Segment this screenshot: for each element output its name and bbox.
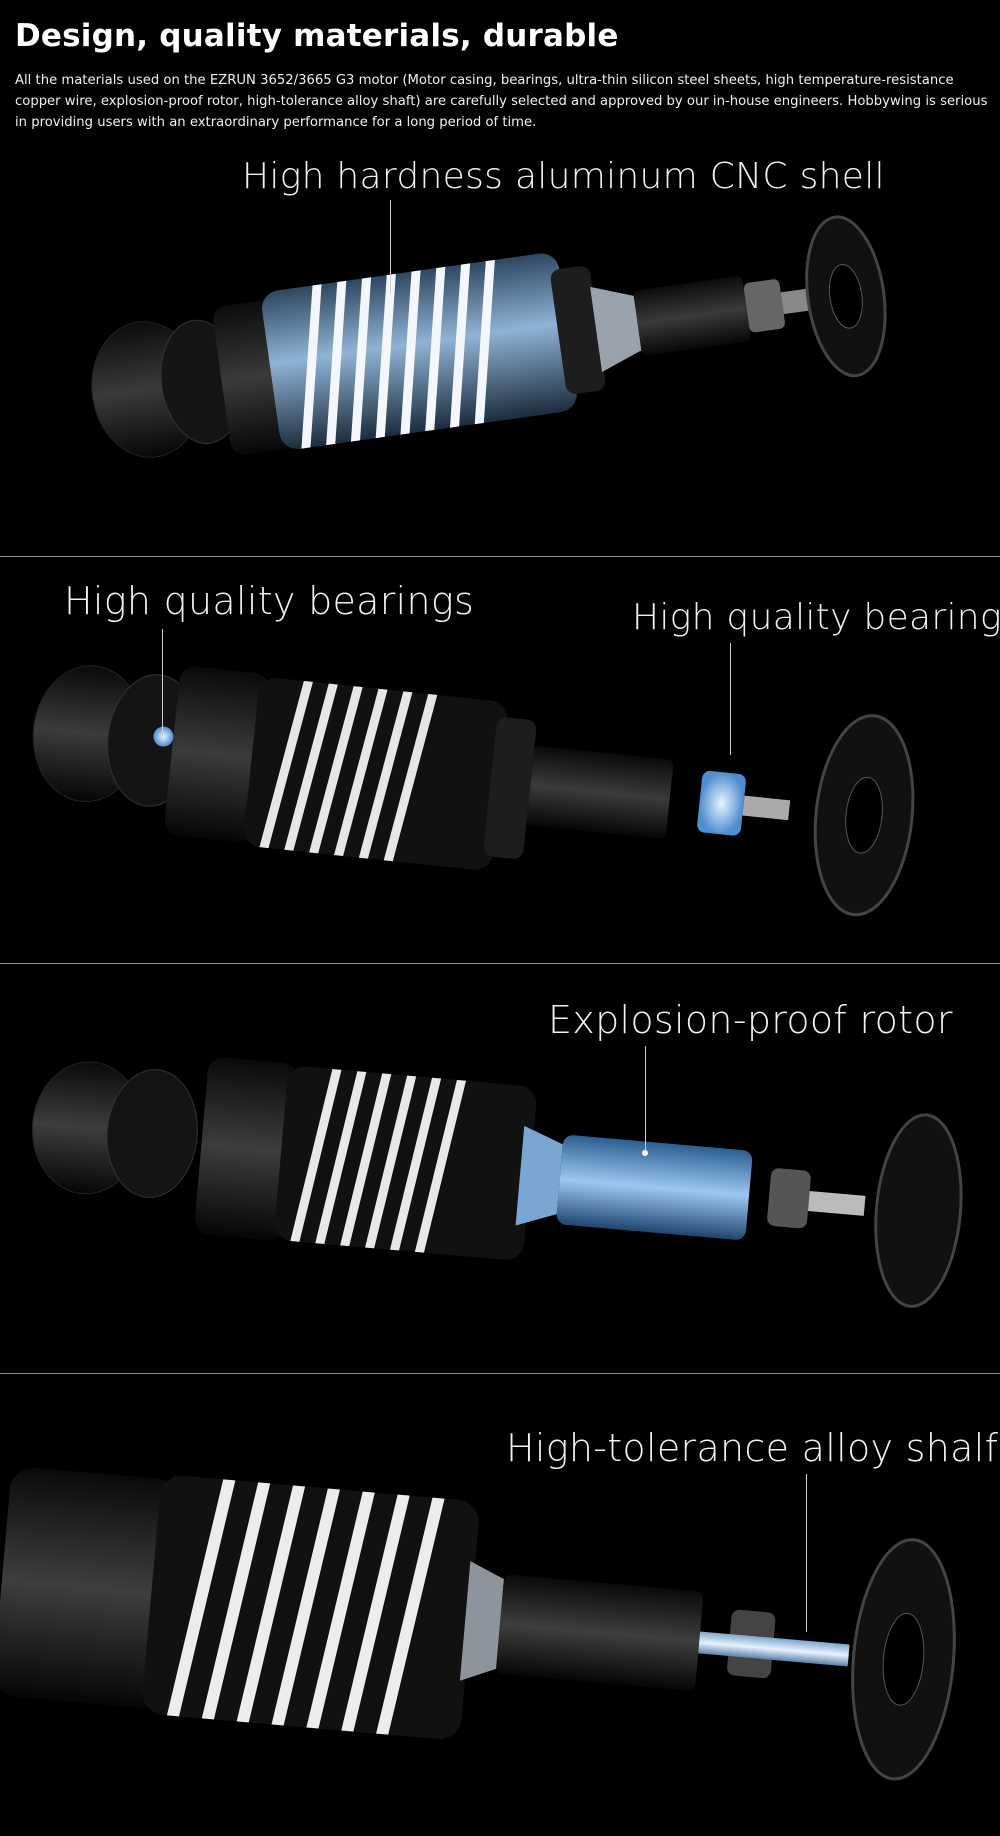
callout-bearing-rear: High quality bearings bbox=[64, 579, 475, 623]
leader-dot-rotor bbox=[642, 1150, 648, 1156]
motor-exploded-image-bearings bbox=[32, 665, 915, 917]
panel-bearings: High quality bearings High quality beari… bbox=[0, 557, 1000, 963]
panel-shell: High hardness aluminum CNC shell bbox=[0, 150, 1000, 556]
callout-bearing-front: High quality bearings bbox=[632, 597, 1000, 638]
leader-line-bearing-front bbox=[730, 643, 731, 755]
page-title: Design, quality materials, durable bbox=[15, 18, 619, 54]
panel-divider bbox=[0, 556, 1000, 557]
motor-exploded-image-shell bbox=[91, 215, 887, 458]
panel-divider bbox=[0, 963, 1000, 964]
callout-rotor: Explosion-proof rotor bbox=[548, 998, 953, 1042]
leader-line-shaft bbox=[806, 1474, 807, 1632]
leader-line-shell bbox=[390, 200, 391, 294]
callout-shaft: High-tolerance alloy shalf bbox=[506, 1426, 999, 1470]
header: Design, quality materials, durable All t… bbox=[0, 0, 1000, 150]
panel-divider bbox=[0, 1373, 1000, 1374]
motor-exploded-image-rotor bbox=[31, 1057, 963, 1308]
panel-rotor: Explosion-proof rotor bbox=[0, 964, 1000, 1373]
leader-line-bearing-rear bbox=[162, 629, 163, 739]
motor-exploded-image-shaft bbox=[0, 1467, 956, 1781]
callout-shell: High hardness aluminum CNC shell bbox=[242, 156, 885, 197]
page-description: All the materials used on the EZRUN 3652… bbox=[15, 73, 988, 130]
panel-shaft: High-tolerance alloy shalf bbox=[0, 1374, 1000, 1836]
leader-line-rotor bbox=[645, 1046, 646, 1154]
